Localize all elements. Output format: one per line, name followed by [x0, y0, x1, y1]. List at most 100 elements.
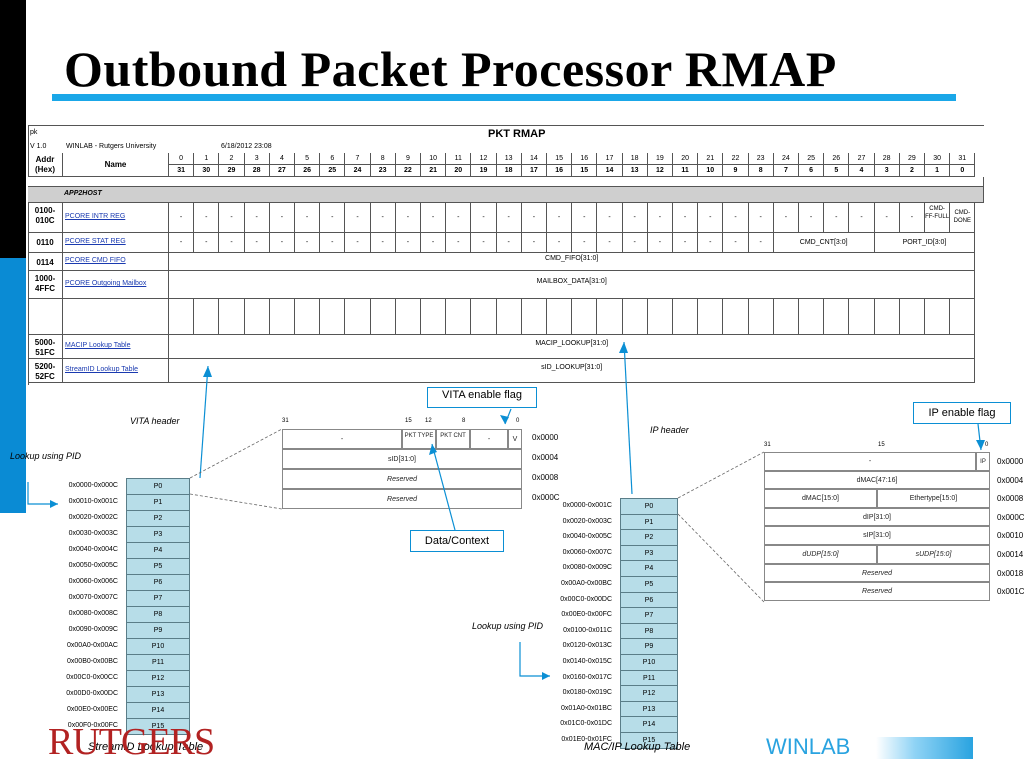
bit-cell: - [698, 233, 724, 253]
blank-cell [925, 299, 951, 335]
blank-row [28, 177, 984, 187]
bit-cell: - [471, 233, 497, 253]
blank-cell [698, 299, 724, 335]
bit-index-top: 13 [496, 153, 522, 165]
bit-index-top: 22 [723, 153, 749, 165]
lookup-address: 0x00A0-0x00BC [561, 580, 612, 587]
lookup-address: 0x01A0-0x01BC [561, 704, 612, 712]
vita-reserved-high: - [282, 429, 402, 449]
bit-cell: - [295, 203, 321, 233]
bit-cell: - [597, 203, 623, 233]
blank-cell [295, 299, 321, 335]
lookup-address: 0x0040-0x005C [562, 533, 612, 541]
sheet-org: WINLAB - Rutgers University [66, 143, 157, 150]
bit-cell: - [874, 203, 900, 233]
bit-index-bottom: 10 [698, 165, 724, 177]
bit-index-top: 16 [572, 153, 598, 165]
lookup-address: 0x0060-0x007C [562, 548, 612, 556]
pkt-cnt-field: PKT CNT [436, 429, 470, 449]
bit-index-bottom: 18 [496, 165, 522, 177]
bit-cell: - [547, 203, 573, 233]
lookup-address: 0x0040-0x004C [68, 546, 118, 553]
vita-flag-callout: VITA enable flag [427, 387, 537, 408]
bit-cell: - [295, 233, 321, 253]
sheet-version: V 1.0 [30, 143, 47, 150]
ip-flag-callout-text: IP enable flag [928, 407, 996, 419]
bit-cell: - [647, 233, 673, 253]
reserved-field: Reserved [282, 489, 522, 509]
lookup-right-arrow [519, 642, 550, 677]
lookup-address: 0x0020-0x003C [562, 517, 612, 525]
lookup-address: 0x00C0-0x00DC [560, 595, 612, 603]
bit-index-top: 20 [673, 153, 699, 165]
dmac-high-field: dMAC[47:16] [764, 470, 990, 490]
bit-cell: - [370, 203, 396, 233]
blank-cell [673, 299, 699, 335]
bit-cell: - [748, 233, 774, 253]
bit-cell: - [698, 203, 724, 233]
vita-flag-callout-text: VITA enable flag [442, 389, 522, 401]
row-name-link[interactable]: PCORE INTR REG [63, 203, 169, 233]
bit-index-bottom: 27 [269, 165, 295, 177]
lookup-pid-right-caption: Lookup using PID [472, 621, 544, 631]
bit-cell: - [345, 233, 371, 253]
field-cell: MACIP_LOOKUP[31:0] [169, 335, 976, 359]
blank-cell [471, 299, 497, 335]
bit-index-bottom: 23 [370, 165, 396, 177]
lookup-address: 0x0060-0x006C [68, 578, 118, 585]
streamid-table-caption: StreamID Lookup Table [88, 741, 204, 753]
bit-index-bottom: 24 [345, 165, 371, 177]
bit-cell: - [496, 203, 522, 233]
bit-index-top: 2 [219, 153, 245, 165]
bit-index-top: 3 [244, 153, 270, 165]
dip-field: dIP[31:0] [764, 507, 990, 527]
ip-projection-bottom [677, 513, 765, 603]
lookup-left-arrow [27, 482, 58, 505]
lookup-address: 0x00E0-0x00EC [67, 706, 118, 713]
blank-cell [547, 299, 573, 335]
bit-index-top: 7 [345, 153, 371, 165]
bit-index-top: 26 [824, 153, 850, 165]
bit-index-bottom: 1 [925, 165, 951, 177]
bit-cell: - [723, 203, 749, 233]
blank-cell [28, 299, 63, 335]
bit-index-top: 15 [547, 153, 573, 165]
row-address: 1000-4FFC [28, 271, 63, 299]
bit-cell: - [773, 203, 799, 233]
row-name-link[interactable]: PCORE STAT REG [63, 233, 169, 253]
ip-offset-label: 0x0010 [997, 531, 1024, 541]
lookup-address: 0x00E0-0x00FC [561, 611, 612, 619]
bit-index-top: 19 [647, 153, 673, 165]
row-name-link[interactable]: StreamID Lookup Table [63, 359, 169, 383]
vita-enable-bit: V [508, 429, 522, 449]
blank-cell [597, 299, 623, 335]
bit-index-top: 23 [748, 153, 774, 165]
bit-index-top: 1 [194, 153, 220, 165]
blank-cell [345, 299, 371, 335]
bit-index-top: 0 [169, 153, 195, 165]
bit-index-bottom: 17 [521, 165, 547, 177]
bit-cell: - [320, 203, 346, 233]
blank-cell [421, 299, 447, 335]
macip-table-caption: MAC/IP Lookup Table [584, 741, 691, 753]
blank-cell [320, 299, 346, 335]
slide-title: Outbound Packet Processor RMAP [64, 41, 837, 97]
lookup-address: 0x0000-0x000C [68, 482, 118, 489]
bit-cell: - [320, 233, 346, 253]
bit-index-bottom: 20 [446, 165, 472, 177]
bit-index-bottom: 31 [169, 165, 195, 177]
bit-index-top: 6 [320, 153, 346, 165]
row-name-link[interactable]: MACIP Lookup Table [63, 335, 169, 359]
title-underline [52, 94, 956, 101]
lookup-address: 0x01E0-0x01FC [561, 736, 612, 743]
blank-cell [773, 299, 799, 335]
row-name-link[interactable]: PCORE Outgoing Mailbox [63, 271, 169, 299]
sheet-date: 6/18/2012 23:08 [221, 143, 272, 150]
vita-offset-label: 0x0000 [532, 433, 559, 442]
ip-offset-label: 0x0014 [997, 550, 1024, 559]
lookup-address: 0x0160-0x017C [562, 673, 612, 681]
row-name-link[interactable]: PCORE CMD FIFO [63, 253, 169, 271]
bit-cell: - [169, 203, 195, 233]
vita-connector [199, 365, 209, 479]
